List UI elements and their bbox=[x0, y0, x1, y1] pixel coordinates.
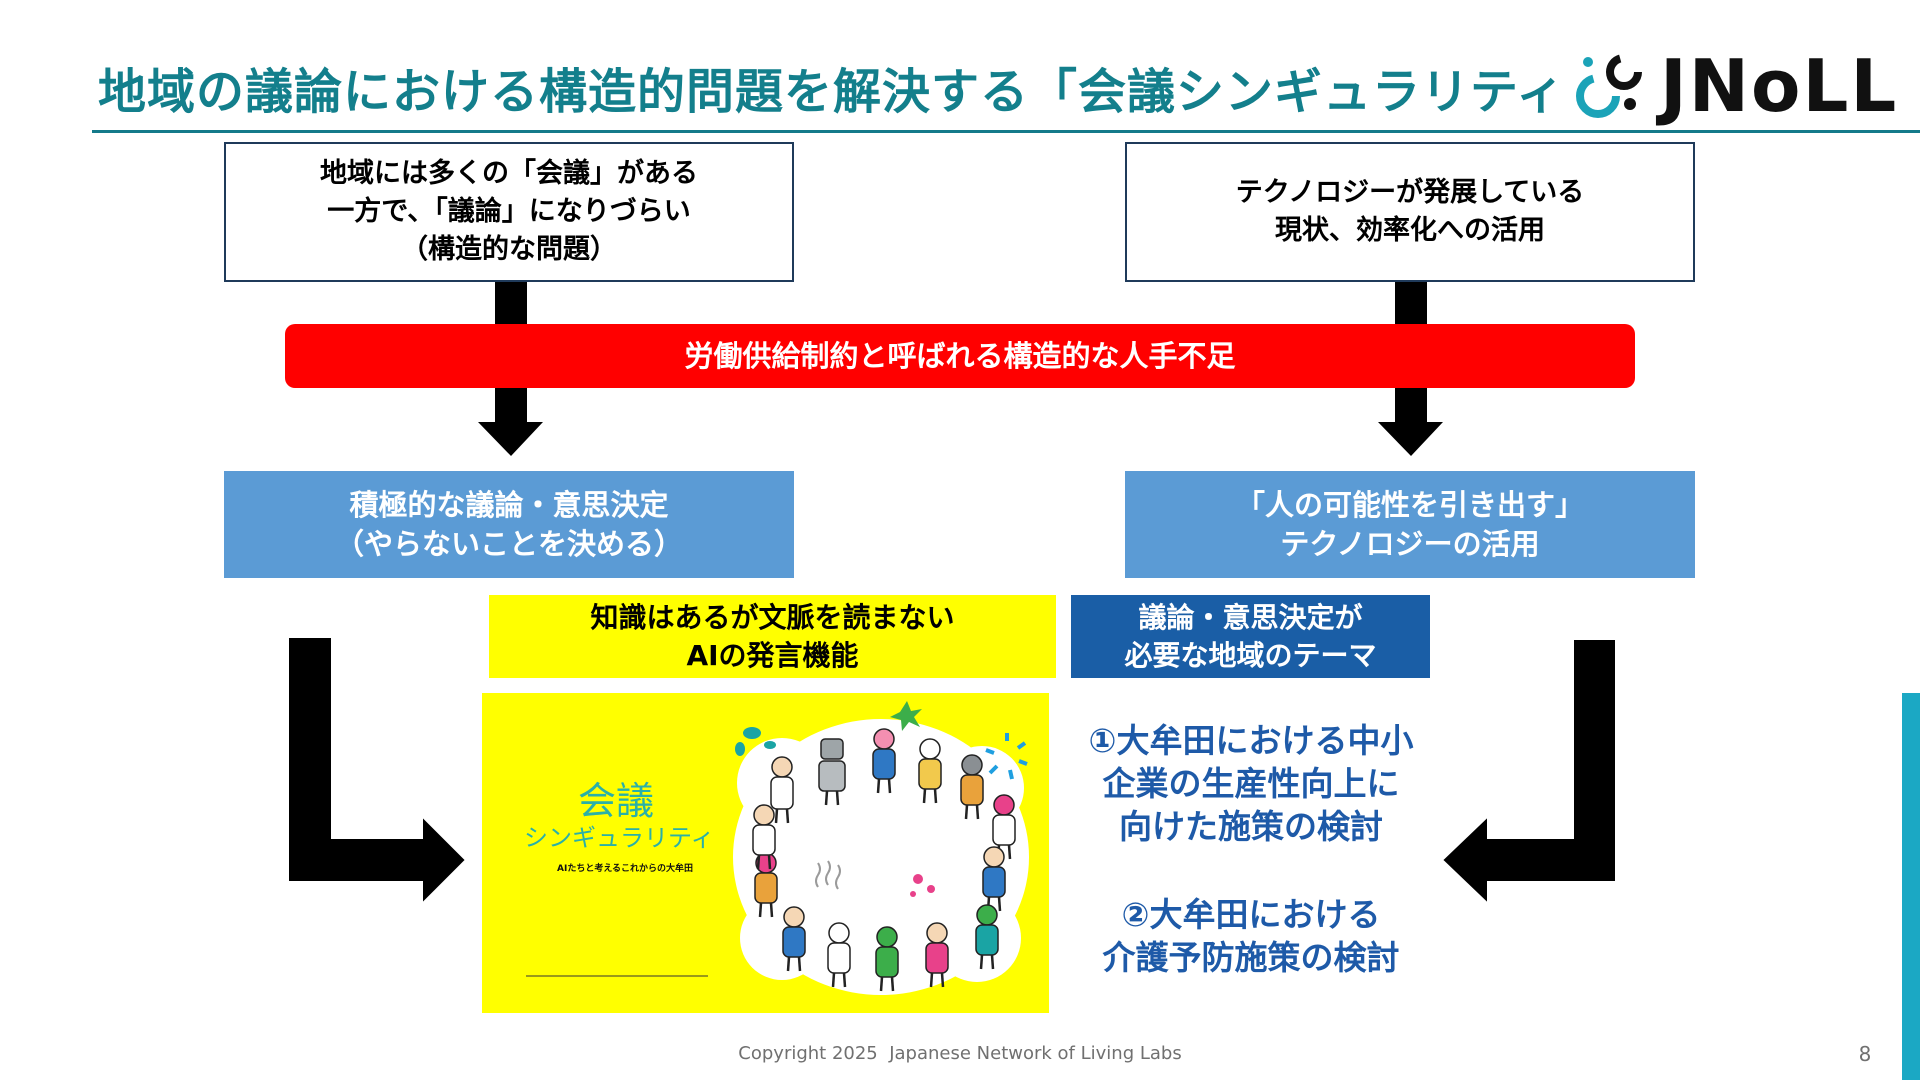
bent-right-arrow-icon bbox=[287, 636, 468, 907]
blue-burst-decoration bbox=[985, 733, 1028, 780]
gray-wave-decoration bbox=[815, 860, 841, 890]
title-underline bbox=[92, 130, 1920, 133]
event-poster-image: 会議 シンギュラリティ AIたちと考えるこれからの大牟田 bbox=[482, 693, 1049, 1013]
problem-box: 地域には多くの「会議」がある 一方で、「議論」になりづらい （構造的な問題） bbox=[224, 142, 794, 282]
theme-line: ①大牟田における中小 bbox=[1088, 721, 1414, 760]
poster-title-sub: シンギュラリティ bbox=[524, 824, 715, 852]
illustration-robot bbox=[818, 738, 846, 806]
illustration-person bbox=[875, 926, 899, 992]
ai-function-line: AIの発言機能 bbox=[686, 638, 859, 672]
illustration-person bbox=[752, 804, 776, 870]
theme-line: 向けた施策の検討 bbox=[1119, 807, 1383, 846]
illustration-person bbox=[872, 728, 896, 794]
illustration-person bbox=[770, 756, 794, 824]
theme-item-2: ②大牟田における 介護予防施策の検討 bbox=[1060, 893, 1442, 979]
copyright-footer: Copyright 2025 Japanese Network of Livin… bbox=[738, 1043, 1182, 1064]
technology-use-line: 「人の可能性を引き出す」 bbox=[1235, 487, 1584, 522]
illustration-person bbox=[782, 906, 806, 972]
illustration-person bbox=[960, 754, 984, 820]
decision-making-box: 積極的な議論・意思決定 （やらないことを決める） bbox=[224, 471, 794, 578]
teal-blob-decoration bbox=[735, 742, 745, 756]
illustration-person bbox=[827, 922, 851, 988]
technology-use-line: テクノロジーの活用 bbox=[1280, 526, 1540, 561]
ai-function-line: 知識はあるが文脈を読まない bbox=[590, 600, 955, 634]
accent-side-bar bbox=[1902, 693, 1920, 1080]
poster-title-main: 会議 bbox=[578, 779, 655, 823]
theme-line: 企業の生産性向上に bbox=[1102, 764, 1400, 803]
problem-line: 一方で、「議論」になりづらい bbox=[327, 196, 691, 227]
bent-left-arrow-icon bbox=[1440, 638, 1617, 907]
pink-dot-decoration bbox=[913, 874, 923, 884]
illustration-person bbox=[982, 846, 1006, 912]
molecule-logo-icon bbox=[1570, 46, 1652, 126]
regional-theme-line: 必要な地域のテーマ bbox=[1124, 638, 1377, 672]
illustration-person bbox=[975, 904, 999, 970]
technology-use-box: 「人の可能性を引き出す」 テクノロジーの活用 bbox=[1125, 471, 1695, 578]
poster-fine-print bbox=[526, 975, 708, 977]
regional-theme-line: 議論・意思決定が bbox=[1138, 600, 1363, 634]
pink-dot-decoration bbox=[927, 885, 935, 893]
illustration-person bbox=[918, 738, 942, 804]
poster-illustration bbox=[733, 701, 1029, 995]
regional-theme-box: 議論・意思決定が 必要な地域のテーマ bbox=[1071, 595, 1430, 678]
teal-blob-decoration bbox=[764, 741, 776, 749]
banner-text: 労働供給制約と呼ばれる構造的な人手不足 bbox=[684, 339, 1236, 373]
theme-line: ②大牟田における bbox=[1121, 895, 1381, 934]
illustration-person bbox=[992, 794, 1016, 860]
decision-line: （やらないことを決める） bbox=[334, 526, 683, 561]
problem-line: 地域には多くの「会議」がある bbox=[320, 158, 698, 189]
decision-line: 積極的な議論・意思決定 bbox=[349, 487, 669, 522]
technology-box: テクノロジーが発展している 現状、効率化への活用 bbox=[1125, 142, 1695, 282]
labor-shortage-banner: 労働供給制約と呼ばれる構造的な人手不足 bbox=[285, 324, 1635, 388]
slide-title: 地域の議論における構造的問題を解決する「会議シンギュラリティ bbox=[98, 64, 1566, 120]
technology-line: テクノロジーが発展している bbox=[1235, 177, 1585, 208]
technology-line: 現状、効率化への活用 bbox=[1275, 215, 1545, 246]
theme-item-1: ①大牟田における中小 企業の生産性向上に 向けた施策の検討 bbox=[1060, 719, 1442, 848]
teal-blob-decoration bbox=[743, 727, 761, 739]
pink-dot-decoration bbox=[910, 891, 916, 897]
green-star-decoration bbox=[890, 701, 922, 731]
regional-theme-list: ①大牟田における中小 企業の生産性向上に 向けた施策の検討 ②大牟田における 介… bbox=[1060, 719, 1442, 979]
page-number: 8 bbox=[1858, 1042, 1872, 1066]
illustration-person bbox=[925, 922, 949, 988]
ai-function-box: 知識はあるが文脈を読まない AIの発言機能 bbox=[489, 595, 1056, 678]
poster-tagline: AIたちと考えるこれからの大牟田 bbox=[557, 864, 694, 874]
problem-line: （構造的な問題） bbox=[401, 234, 617, 265]
logo-wordmark: JNoLL bbox=[1660, 44, 1899, 128]
theme-line: 介護予防施策の検討 bbox=[1102, 938, 1400, 977]
